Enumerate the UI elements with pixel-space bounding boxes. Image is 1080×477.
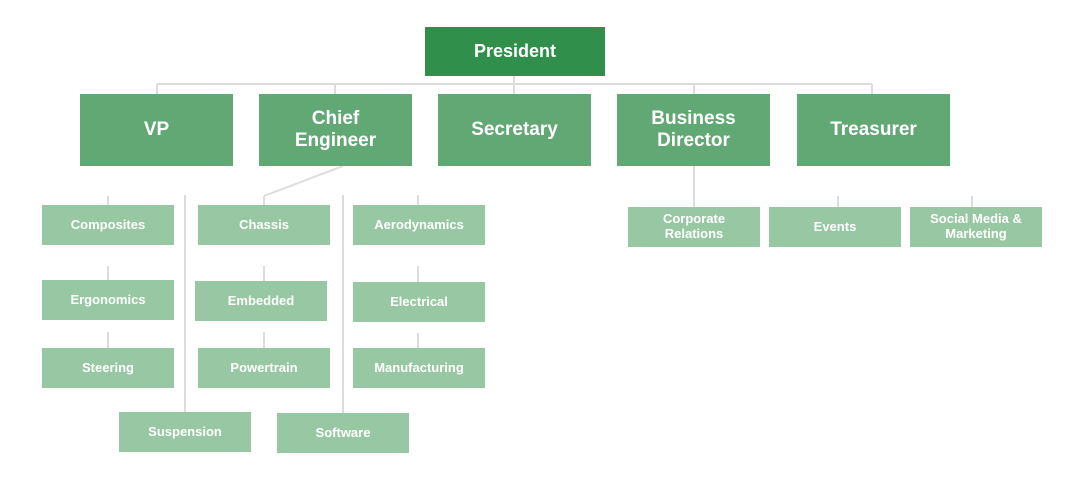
node-electrical: Electrical — [353, 282, 485, 322]
node-corporate-relations: Corporate Relations — [628, 207, 760, 247]
node-embedded: Embedded — [195, 281, 327, 321]
node-business-director: Business Director — [617, 94, 770, 166]
node-president: President — [425, 27, 605, 76]
node-chief-engineer: Chief Engineer — [259, 94, 412, 166]
node-social-media-marketing: Social Media & Marketing — [910, 207, 1042, 247]
node-steering: Steering — [42, 348, 174, 388]
connector-line — [263, 165, 344, 197]
node-suspension: Suspension — [119, 412, 251, 452]
node-aerodynamics: Aerodynamics — [353, 205, 485, 245]
node-composites: Composites — [42, 205, 174, 245]
node-secretary: Secretary — [438, 94, 591, 166]
node-chassis: Chassis — [198, 205, 330, 245]
node-ergonomics: Ergonomics — [42, 280, 174, 320]
node-treasurer: Treasurer — [797, 94, 950, 166]
node-powertrain: Powertrain — [198, 348, 330, 388]
node-manufacturing: Manufacturing — [353, 348, 485, 388]
node-events: Events — [769, 207, 901, 247]
node-software: Software — [277, 413, 409, 453]
node-vp: VP — [80, 94, 233, 166]
